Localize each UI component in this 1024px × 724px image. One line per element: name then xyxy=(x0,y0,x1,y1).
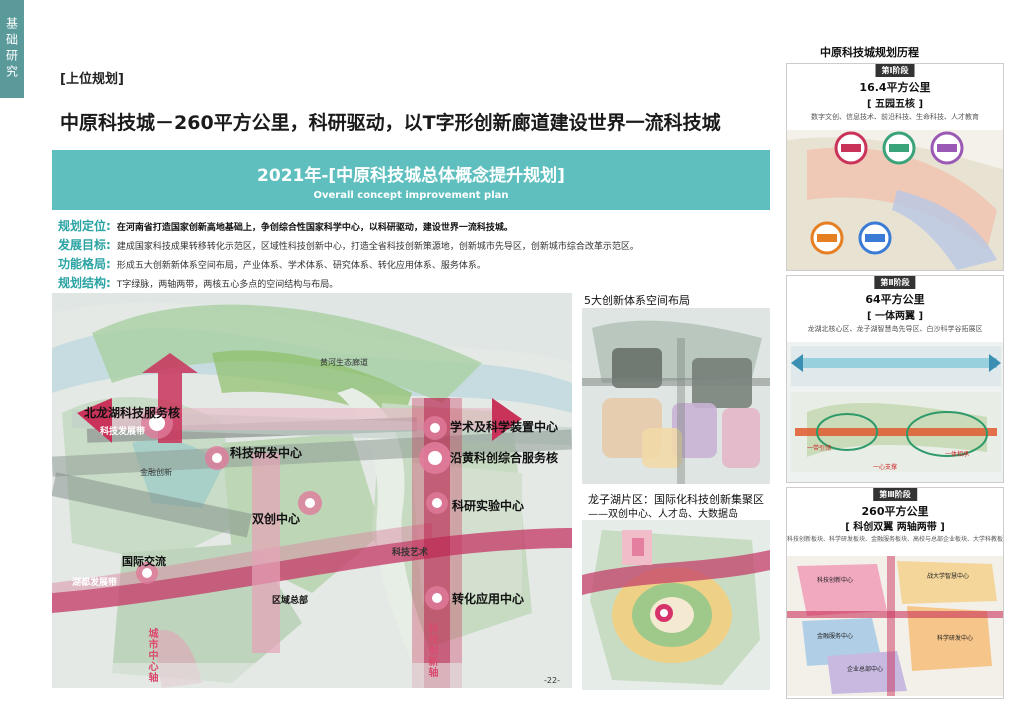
five-systems-caption: 5大创新体系空间布局 xyxy=(584,294,690,307)
map-label-zhuanhua: 转化应用中心 xyxy=(452,592,525,606)
info-row-positioning: 规划定位: 在河南省打造国家创新高地基础上，争创综合性国家科学中心，以科研驱动，… xyxy=(58,217,773,236)
phase-2-label: 一心支撑 xyxy=(873,464,898,471)
map-label-jinrong: 金融创新 xyxy=(140,468,172,477)
phase-2-graphic xyxy=(787,342,1003,482)
five-systems-map xyxy=(582,308,770,484)
map-label-keyan-kaifa: 科技研发中心 xyxy=(230,446,303,460)
banner-title: 2021年-[中原科技城总体概念提升规划] xyxy=(257,166,565,186)
phase-area: 16.4平方公里 xyxy=(859,81,931,94)
phase-3-label: 科学研发中心 xyxy=(937,635,974,642)
phase-desc: 数字文创、信息技术、前沿科技、生命科技、人才教育 xyxy=(811,113,979,121)
map-label-guoji-jiaoliu: 国际交流 xyxy=(122,555,166,568)
phase-3-label: 战大学智慧中心 xyxy=(927,573,970,580)
info-row-structure: 规划结构: T字绿脉，两轴两带，两核五心多点的空间结构与布局。 xyxy=(58,274,773,293)
map-label-innovation-axis: 科技创新轴 xyxy=(426,623,437,678)
info-text: 建成国家科技成果转移转化示范区，区域性科技创新中心，打造全省科技创新策源地，创新… xyxy=(116,242,639,252)
phase-name: [ 一体两翼 ] xyxy=(866,311,924,322)
phase-3-label: 金融服务中心 xyxy=(817,633,854,640)
info-label: 发展目标: xyxy=(58,238,111,252)
phase-area: 64平方公里 xyxy=(865,293,925,306)
map-label-keji-fazhan-dai: 科技发展带 xyxy=(100,427,146,437)
phase-name: [ 五园五核 ] xyxy=(866,99,924,110)
map-label-beilonghu: 北龙湖科技服务核 xyxy=(84,406,181,420)
phase-2-card: 第Ⅱ阶段 64平方公里 [ 一体两翼 ] 龙湖北核心区、龙子湖智慧岛先导区、白沙… xyxy=(786,275,1004,483)
info-text: T字绿脉，两轴两带，两核五心多点的空间结构与布局。 xyxy=(116,280,339,290)
info-label: 规划结构: xyxy=(58,276,111,290)
section-tag: [上位规划] xyxy=(60,72,124,87)
phase-2-label: 一体相承 xyxy=(945,451,970,458)
phase-tag: 第Ⅰ阶段 xyxy=(875,64,915,77)
longzihu-caption: 龙子湖片区：国际化科技创新集聚区 xyxy=(588,493,764,506)
page-number: -22- xyxy=(544,676,560,685)
info-label: 功能格局: xyxy=(58,257,111,271)
side-tab: 基础研究 xyxy=(0,0,24,98)
plan-info: 规划定位: 在河南省打造国家创新高地基础上，争创综合性国家科学中心，以科研驱动，… xyxy=(58,217,773,293)
map-label-corridor: 黄河生态廊道 xyxy=(320,358,368,367)
phase-tag: 第Ⅲ阶段 xyxy=(873,488,917,501)
phase-1-card: 第Ⅰ阶段 16.4平方公里 [ 五园五核 ] 数字文创、信息技术、前沿科技、生命… xyxy=(786,63,1004,271)
phase-name: [ 科创双翼 两轴两带 ] xyxy=(845,522,945,533)
info-row-function: 功能格局: 形成五大创新新体系空间布局，产业体系、学术体系、研究体系、转化应用体… xyxy=(58,255,773,274)
main-map-graphic xyxy=(52,293,572,688)
longzihu-map xyxy=(582,520,770,690)
page-title: 中原科技城－260平方公里，科研驱动，以T字形创新廊道建设世界一流科技城 xyxy=(60,112,721,134)
plan-banner: 2021年-[中原科技城总体概念提升规划] Overall concept im… xyxy=(52,150,770,210)
map-label-quyu-zongbu: 区域总部 xyxy=(272,596,309,606)
five-systems-graphic xyxy=(582,308,770,484)
map-label-keji-yishu: 科技艺术 xyxy=(392,548,429,558)
map-label-yanhuang: 沿黄科创综合服务核 xyxy=(450,451,559,465)
map-label-shuangchuang: 双创中心 xyxy=(252,512,301,526)
banner-subtitle: Overall concept improvement plan xyxy=(313,190,509,201)
phase-3-label: 企业总部中心 xyxy=(847,666,884,673)
side-tab-label: 基础研究 xyxy=(4,17,19,81)
phase-desc: 科技创新板块、科学研发板块、金融服务板块、高校与总部企业板块、大学科教板块 xyxy=(787,536,1004,543)
info-text: 在河南省打造国家创新高地基础上，争创综合性国家科学中心，以科研驱动，建设世界一流… xyxy=(116,223,513,233)
info-text: 形成五大创新新体系空间布局，产业体系、学术体系、研究体系、转化应用体系、服务体系… xyxy=(116,261,486,271)
phase-3-graphic xyxy=(787,556,1003,696)
main-plan-map: 黄河生态廊道 北龙湖科技服务核 科技发展带 金融创新 科技研发中心 学术及科学装… xyxy=(52,293,572,688)
map-label-keyan-shiyan: 科研实验中心 xyxy=(452,499,525,513)
phase-2-label: 一带引领 xyxy=(807,445,832,452)
phase-3-label: 科技创新中心 xyxy=(817,577,854,584)
info-row-goals: 发展目标: 建成国家科技成果转移转化示范区，区域性科技创新中心，打造全省科技创新… xyxy=(58,236,773,255)
phase-3-card: 第Ⅲ阶段 260平方公里 [ 科创双翼 两轴两带 ] 科技创新板块、科学研发板块… xyxy=(786,487,1004,699)
history-title: 中原科技城规划历程 xyxy=(820,46,919,59)
longzihu-graphic xyxy=(582,520,770,690)
map-label-city-axis: 城市中心轴 xyxy=(146,628,157,683)
longzihu-subcaption: ——双创中心、人才岛、大数据岛 xyxy=(588,509,738,520)
map-label-hu-dai: 湖都发展带 xyxy=(72,578,118,588)
phase-area: 260平方公里 xyxy=(861,505,929,518)
map-label-xueshu: 学术及科学装置中心 xyxy=(450,420,559,434)
info-label: 规划定位: xyxy=(58,219,111,233)
phase-tag: 第Ⅱ阶段 xyxy=(874,276,916,289)
phase-desc: 龙湖北核心区、龙子湖智慧岛先导区、白沙科学谷拓展区 xyxy=(807,325,983,333)
phase-1-graphic xyxy=(787,130,1003,270)
